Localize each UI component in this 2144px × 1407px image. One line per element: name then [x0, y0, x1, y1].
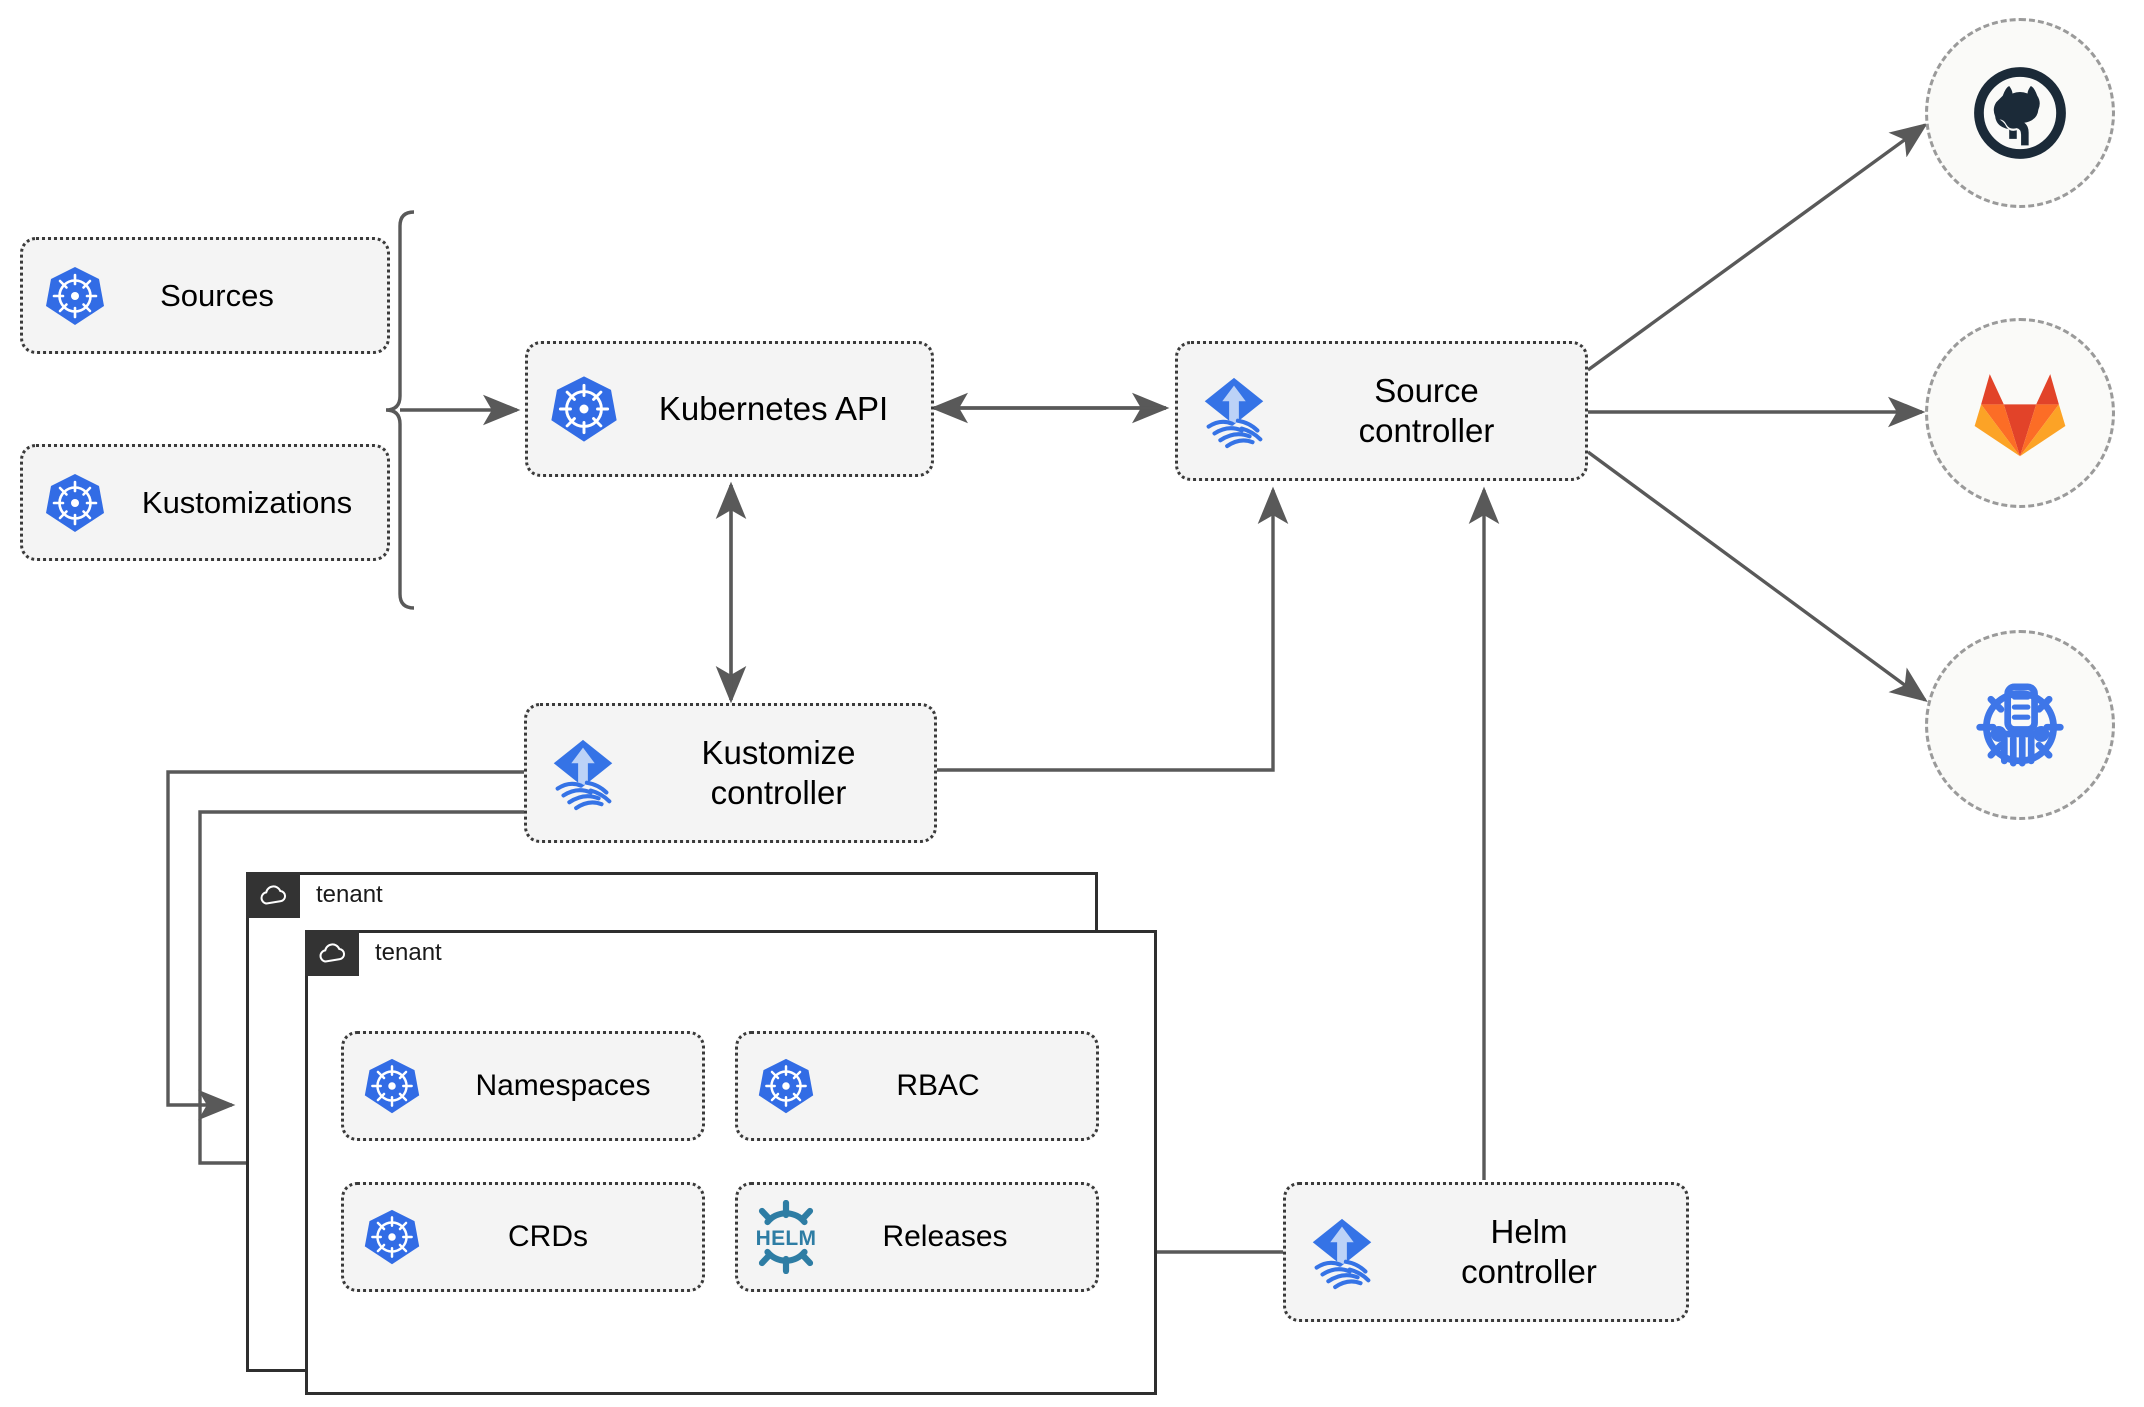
node-releases-label: Releases: [882, 1219, 1008, 1253]
flux-icon: [1178, 372, 1290, 450]
node-rbac-label: RBAC: [896, 1068, 980, 1102]
node-helm-controller[interactable]: Helm controller: [1283, 1182, 1689, 1322]
node-sources[interactable]: Sources: [20, 237, 390, 354]
node-helm-controller-label: Helm controller: [1461, 1212, 1597, 1290]
kubernetes-icon: [344, 1056, 440, 1116]
node-namespaces[interactable]: Namespaces: [341, 1031, 705, 1141]
node-kubernetes-api[interactable]: Kubernetes API: [525, 341, 934, 477]
repo-github[interactable]: [1925, 18, 2115, 208]
node-crds-label: CRDs: [508, 1219, 588, 1253]
kubernetes-icon: [344, 1207, 440, 1267]
node-kubernetes-api-label: Kubernetes API: [658, 389, 889, 427]
flux-icon: [527, 734, 639, 812]
flux-icon: [1286, 1213, 1398, 1291]
node-releases[interactable]: HELM Releases: [735, 1182, 1099, 1292]
tenant-box-inner: tenant: [305, 930, 1157, 1395]
repo-helm-charts[interactable]: [1925, 630, 2115, 820]
svg-text:HELM: HELM: [756, 1227, 817, 1250]
tenant-inner-label: tenant: [375, 939, 442, 966]
kubernetes-icon: [23, 471, 127, 535]
kubernetes-icon: [738, 1056, 834, 1116]
tenant-outer-header: tenant: [246, 872, 383, 918]
github-icon: [1974, 67, 2066, 159]
repo-gitlab[interactable]: [1925, 318, 2115, 508]
cloud-icon: [305, 930, 359, 976]
tenant-inner-header: tenant: [305, 930, 442, 976]
node-kustomize-controller-label: Kustomize controller: [701, 733, 856, 811]
node-kustomize-controller[interactable]: Kustomize controller: [524, 703, 937, 843]
node-kustomizations-label: Kustomizations: [141, 484, 353, 520]
tenant-outer-label: tenant: [316, 881, 383, 908]
helm-chart-repository-icon: [1976, 683, 2064, 767]
gitlab-icon: [1974, 374, 2066, 457]
node-source-controller[interactable]: Source controller: [1175, 341, 1588, 481]
node-namespaces-label: Namespaces: [475, 1068, 651, 1102]
kubernetes-icon: [23, 264, 127, 328]
node-rbac[interactable]: RBAC: [735, 1031, 1099, 1141]
kubernetes-icon: [528, 373, 640, 445]
helm-icon: HELM: [738, 1200, 834, 1274]
cloud-icon: [246, 872, 300, 918]
node-sources-label: Sources: [160, 277, 274, 313]
node-crds[interactable]: CRDs: [341, 1182, 705, 1292]
node-source-controller-label: Source controller: [1358, 371, 1495, 449]
node-kustomizations[interactable]: Kustomizations: [20, 444, 390, 561]
